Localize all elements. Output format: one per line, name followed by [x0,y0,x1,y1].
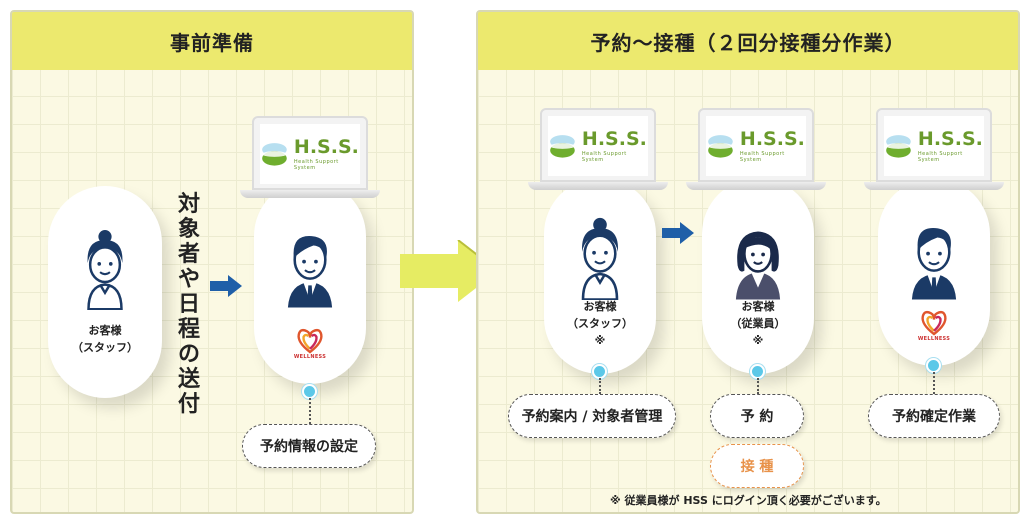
hss-laptop-staff: H.S.S. Health Support System [528,108,668,192]
reservation-vaccination-panel: 予約〜接種（２回分接種分作業） お客様 （スタッフ） ※ H.S.S. Heal… [476,10,1020,514]
hss-logo-icon [260,141,289,167]
hss-laptop: H.S.S. Health Support System [240,116,380,200]
connector-line [599,378,601,394]
reservation-confirm-box: 予約確定作業 [868,394,1000,438]
preparation-title: 事前準備 [12,12,412,70]
female-employee-icon [724,214,792,300]
connector-dot [302,384,317,399]
hss-laptop-employee: H.S.S. Health Support System [686,108,826,192]
customer-label: お客様 （スタッフ） [72,324,138,354]
male-operator-icon [276,222,344,308]
connector-line [933,372,935,394]
wellness-logo-icon [918,308,950,336]
wellness-confirm-card: WELLNESS [878,178,990,366]
login-footnote: ※ 従業員様が HSS にログイン頂く必要がございます。 [610,494,887,507]
hss-logo-icon [884,133,913,159]
hss-brand: H.S.S. [739,127,805,150]
reservation-settings-box: 予約情報の設定 [242,424,376,468]
staff-label: お客様 （スタッフ） ※ [567,300,633,347]
connector-line [757,378,759,394]
hss-laptop-wellness: H.S.S. Health Support System [864,108,1004,192]
preparation-panel: 事前準備 お客様 （スタッフ） 対 象 者 や 日 程 の 送 付 WELLNE… [10,10,414,514]
reservation-box: 予 約 [710,394,804,438]
connector-dot [926,358,941,373]
female-staff-icon [72,226,138,310]
hss-brand: H.S.S. [917,127,983,150]
employee-card: お客様 （従業員） ※ [702,178,814,374]
hss-subtitle: Health Support System [581,150,627,163]
hss-subtitle: Health Support System [739,150,785,163]
hss-brand: H.S.S. [581,127,647,150]
wellness-logo-text: WELLNESS [917,336,951,342]
hss-logo-icon [548,133,577,159]
vaccination-box: 接 種 [710,444,804,488]
male-operator-icon [900,214,968,300]
send-targets-schedule-text: 対 象 者 や 日 程 の 送 付 [177,192,200,417]
wellness-logo-text: WELLNESS [293,354,327,360]
connector-line [309,398,311,424]
hss-subtitle: Health Support System [917,150,963,163]
flow-arrow-icon [662,222,694,244]
hss-logo-icon [706,133,735,159]
customer-card: お客様 （スタッフ） [48,186,162,398]
employee-label: お客様 （従業員） ※ [730,300,786,347]
flow-arrow-icon [210,275,242,297]
hss-subtitle: Health Support System [293,158,339,171]
reservation-vaccination-title: 予約〜接種（２回分接種分作業） [478,12,1018,70]
staff-card: お客様 （スタッフ） ※ [544,178,656,374]
connector-dot [592,364,607,379]
hss-brand: H.S.S. [293,135,359,158]
wellness-logo-icon [294,326,326,354]
connector-dot [750,364,765,379]
wellness-card: WELLNESS [254,180,366,384]
female-staff-icon [566,214,634,300]
reservation-guide-box: 予約案内 / 対象者管理 [508,394,676,438]
